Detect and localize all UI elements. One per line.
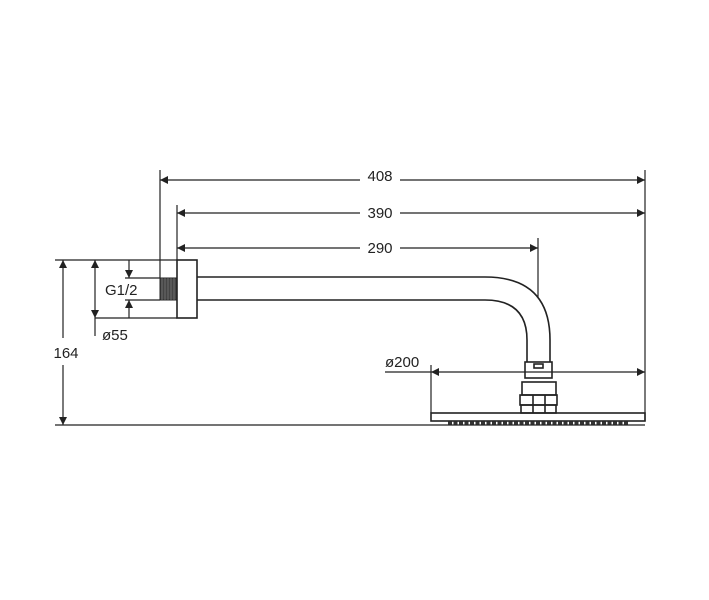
dimension-head-diameter: ø200 (385, 354, 645, 376)
dimension-label: 290 (367, 240, 392, 257)
dimension-label: 390 (367, 205, 392, 222)
wall-flange (176, 259, 198, 319)
dimension-thread: G1/2 (105, 260, 138, 318)
swivel-joint (519, 361, 558, 414)
dimension-164: 164 (53, 260, 79, 425)
dimension-290: 290 (177, 240, 538, 257)
thread-connector (159, 277, 178, 301)
shower-arm (197, 276, 551, 362)
dimension-390: 390 (177, 205, 645, 222)
shower-head (430, 412, 646, 425)
dimension-label: ø200 (385, 354, 419, 371)
dimension-408: 408 (160, 168, 645, 185)
dimension-label: G1/2 (105, 282, 138, 299)
dimension-label: 164 (53, 345, 78, 362)
dimension-label: 408 (367, 168, 392, 185)
dimension-label: ø55 (102, 327, 128, 344)
dimension-flange-diameter: ø55 (91, 260, 128, 344)
